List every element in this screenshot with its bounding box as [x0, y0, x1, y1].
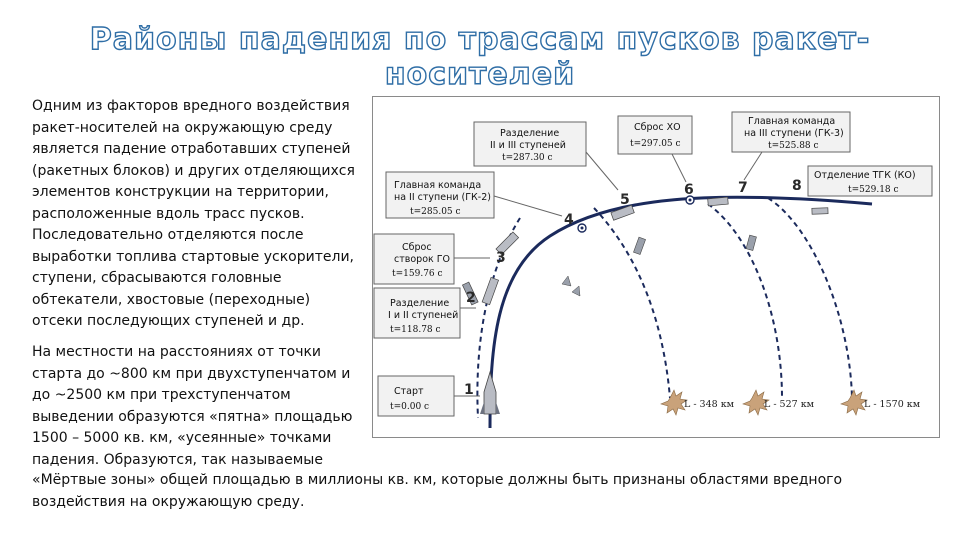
text-line: 1500 – 5000 кв. км, «усеянные» точками — [32, 430, 332, 446]
falling-stage-icon — [745, 234, 757, 251]
callout-title: Разделение — [500, 128, 559, 139]
rocket-stage-icon — [495, 231, 520, 256]
event-number-2: 2 — [466, 290, 476, 306]
text-line: ракет-носителей на окружающую среду — [32, 119, 333, 136]
text-line: выведении образуются «пятна» площадью — [32, 408, 353, 425]
falling-stage-icon — [633, 236, 646, 255]
diagram-canvas: 1 2 3 4 5 6 7 8 Старт t=0.00 с Разделени… — [372, 96, 940, 438]
callout-title: Главная команда — [748, 116, 835, 127]
callout-time: t=118.78 с — [390, 325, 441, 335]
callout-time: t=287.30 с — [502, 153, 553, 163]
text-line: На местности на расстояниях от точки — [32, 344, 322, 360]
callout-title: Отделение ТГК (КО) — [814, 170, 916, 181]
text-line: расположенные вдоль трасс пусков. — [32, 205, 305, 222]
callout-title: Главная команда — [394, 180, 481, 191]
event-marker-dot — [688, 198, 692, 202]
text-line: Одним из факторов вредного воздействия — [32, 98, 350, 114]
text-line: старта до ~800 км при двухступенчатом и — [32, 365, 351, 382]
text-line: воздействия на окружающую среду. — [32, 493, 305, 510]
fall-path-stage2 — [593, 207, 671, 399]
main-trajectory — [488, 195, 873, 429]
impact-burst-icon — [742, 389, 770, 416]
impact-burst-icon — [660, 389, 688, 416]
text-line: является падение отработавших ступеней — [32, 141, 351, 157]
callout-time: t=0.00 с — [390, 402, 429, 412]
event-number-3: 3 — [496, 250, 506, 266]
text-line: до ~2500 км при трехступенчатом — [32, 387, 291, 403]
event-marker-dot — [580, 226, 584, 230]
callout-subtitle: I и II ступеней — [388, 310, 458, 321]
callout-time: t=525.88 с — [768, 141, 819, 151]
callout-stage-separation-2-3: Разделение II и III ступеней t=287.30 с — [473, 121, 619, 191]
text-line: падения. Образуются, так называемые — [32, 451, 323, 468]
callout-fairing-release: Сброс створок ГО t=159.76 с — [373, 233, 490, 285]
callout-title: Старт — [394, 386, 424, 397]
separated-stage-icon — [461, 281, 479, 306]
text-line: «Мёртвые зоны» общей площадью в миллионы… — [32, 472, 843, 488]
event-number-7: 7 — [738, 180, 748, 196]
launch-trajectory-diagram: 1 2 3 4 5 6 7 8 Старт t=0.00 с Разделени… — [372, 96, 940, 438]
callout-time: t=159.76 с — [392, 269, 443, 279]
callout-start: Старт t=0.00 с — [377, 375, 480, 417]
callout-subtitle: на II ступени (ГК-2) — [394, 192, 491, 203]
callout-payload-separation: Отделение ТГК (КО) t=529.18 с — [807, 165, 933, 197]
callout-time: t=285.05 с — [410, 207, 461, 217]
callout-main-command-2: Главная команда на II ступени (ГК-2) t=2… — [385, 171, 563, 219]
callout-title: Сброс ХО — [634, 122, 681, 133]
event-number-4: 4 — [564, 212, 574, 228]
fairing-debris-icon — [561, 275, 581, 297]
impact-burst-icon — [840, 389, 868, 416]
text-line: ступени, сбрасываются головные — [32, 270, 282, 286]
callout-title: Разделение — [390, 298, 449, 309]
event-number-6: 6 — [684, 182, 694, 198]
text-line: Последовательно отделяются после — [32, 227, 304, 243]
text-line: (ракетных блоков) и других отделяющихся — [32, 162, 355, 179]
callout-time: t=297.05 с — [630, 139, 681, 149]
distance-label-3: L - 1570 км — [864, 399, 921, 410]
rocket-stage-icon — [707, 196, 729, 207]
fall-path-stage3 — [767, 197, 853, 399]
event-number-1: 1 — [464, 382, 474, 398]
callout-main-command-3: Главная команда на III ступени (ГК-3) t=… — [731, 111, 851, 181]
callout-title: Сброс — [402, 242, 432, 253]
text-line: выработки топлива стартовые ускорители, — [32, 248, 354, 265]
page-title: Районы падения по трассам пусков ракет-н… — [89, 21, 871, 92]
rocket-stage-icon — [610, 204, 635, 221]
paragraph-2: На местности на расстояниях от точки ста… — [32, 342, 372, 471]
fall-path-fairing — [707, 203, 783, 399]
event-number-8: 8 — [792, 178, 802, 194]
distance-label-1: L - 348 км — [684, 399, 735, 410]
callout-stage-separation-1-2: Разделение I и II ступеней t=118.78 с — [373, 287, 476, 339]
callout-time: t=529.18 с — [848, 185, 899, 195]
rocket-stage-icon — [481, 277, 499, 306]
paragraph-1: Одним из факторов вредного воздействия р… — [32, 96, 372, 333]
text-line: элементов конструкции на территории, — [32, 184, 329, 200]
text-line: отсеки последующих ступеней и др. — [32, 313, 305, 329]
callout-subtitle: на III ступени (ГК-3) — [744, 128, 844, 139]
callout-subtitle: II и III ступеней — [490, 140, 566, 151]
rocket-icon — [480, 370, 500, 415]
event-number-5: 5 — [620, 192, 630, 208]
callout-subtitle: створок ГО — [394, 254, 450, 265]
paragraph-3: «Мёртвые зоны» общей площадью в миллионы… — [32, 470, 912, 513]
callout-tail-section-release: Сброс ХО t=297.05 с — [617, 115, 693, 183]
rocket-stage-icon — [811, 207, 829, 215]
distance-label-2: L - 527 км — [764, 399, 815, 410]
text-line: обтекатели, хвостовые (переходные) — [32, 291, 311, 308]
